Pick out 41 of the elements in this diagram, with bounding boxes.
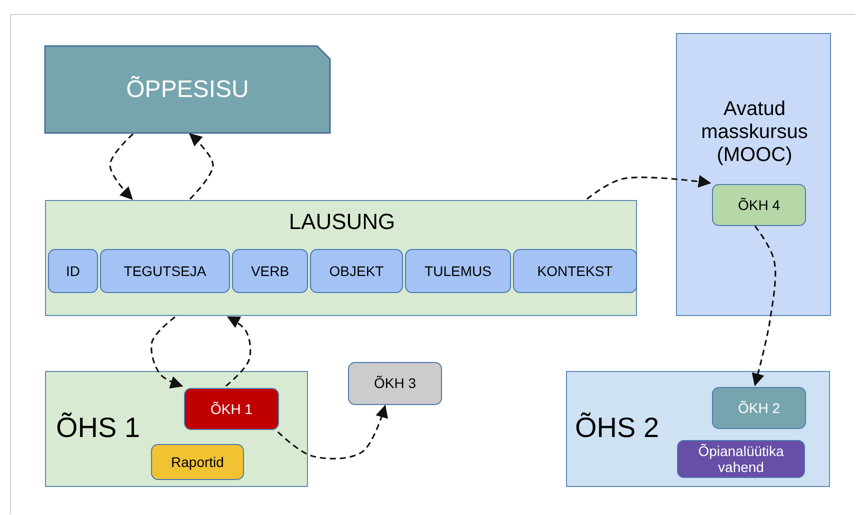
- box-label: ID: [66, 262, 80, 280]
- content-box: [44, 45, 331, 134]
- container-title: LAUSUNG: [288, 209, 396, 234]
- box-label: VERB: [250, 262, 290, 280]
- box-label: Õpianalüütika vahend: [697, 442, 785, 476]
- box-label: TEGUTSEJA: [124, 262, 206, 280]
- rounded-box: [232, 249, 308, 293]
- container-box: [45, 200, 637, 316]
- container-box: [45, 371, 308, 487]
- box-label: ÕKH 4: [738, 196, 780, 214]
- rounded-box: [100, 249, 230, 293]
- box-label: KONTEKST: [537, 262, 613, 280]
- rounded-box: [184, 388, 279, 430]
- rounded-box: [513, 249, 637, 293]
- box-label: ÕKH 2: [738, 400, 780, 416]
- box-label: Raportid: [171, 454, 224, 470]
- rounded-box: [151, 444, 244, 480]
- box-label: TULEMUS: [424, 262, 492, 280]
- rounded-box: [677, 440, 805, 478]
- rounded-box: [310, 249, 403, 293]
- dashed-arrow: [225, 316, 252, 387]
- container-title: Avatud masskursus (MOOC): [700, 98, 809, 167]
- rounded-box: [48, 249, 98, 293]
- rounded-box: [348, 362, 442, 405]
- rounded-box: [712, 387, 806, 429]
- box-label: ÕPPESISU: [126, 76, 249, 104]
- container-box: [566, 371, 830, 487]
- container-title: ÕHS 1: [56, 412, 142, 444]
- dashed-arrow: [109, 133, 134, 200]
- dashed-arrow: [277, 404, 388, 460]
- dashed-arrow: [752, 226, 776, 386]
- box-label: ÕKH 1: [210, 400, 252, 418]
- box-label: OBJEKT: [329, 262, 384, 280]
- dashed-arrow: [586, 175, 712, 200]
- dashed-arrow: [150, 316, 184, 388]
- rounded-box: [405, 249, 511, 293]
- rounded-box: [712, 184, 806, 226]
- box-label: ÕKH 3: [374, 375, 416, 392]
- container-title: ÕHS 2: [575, 412, 660, 444]
- dashed-arrow: [189, 133, 214, 200]
- container-box: [676, 33, 831, 316]
